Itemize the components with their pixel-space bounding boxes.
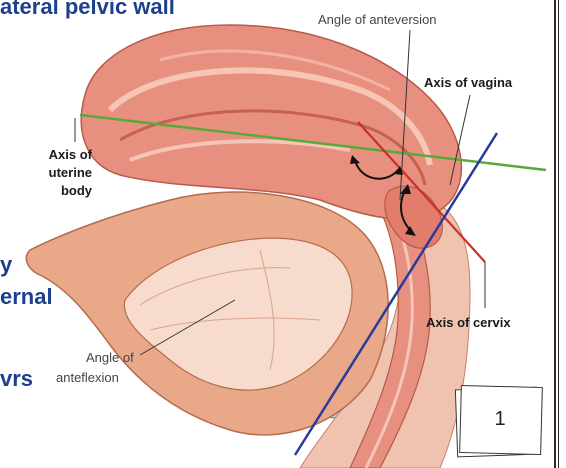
slide-left-fragment-1: y <box>0 252 12 278</box>
label-angle-of-anteflexion-1: Angle of <box>86 350 134 365</box>
label-axis-uterine-line1: Axis of <box>14 146 92 164</box>
page-number: 1 <box>460 386 540 452</box>
label-angle-of-anteversion: Angle of anteversion <box>318 12 437 27</box>
label-axis-uterine-line3: body <box>14 182 92 200</box>
slide-heading-fragment: ateral pelvic wall <box>0 0 175 20</box>
label-axis-uterine-line2: uterine <box>14 164 92 182</box>
page-number-box: 1 <box>456 386 544 458</box>
slide-border-right <box>554 0 556 468</box>
label-angle-of-anteflexion-2: anteflexion <box>56 370 119 385</box>
slide-left-fragment-2: ernal <box>0 284 53 310</box>
label-axis-of-uterine-body: Axis of uterine body <box>14 146 92 200</box>
slide-border-right-inner <box>558 0 559 468</box>
slide-left-fragment-3: vrs <box>0 366 33 392</box>
label-axis-of-cervix: Axis of cervix <box>426 314 511 332</box>
label-axis-of-vagina: Axis of vagina <box>424 74 512 92</box>
